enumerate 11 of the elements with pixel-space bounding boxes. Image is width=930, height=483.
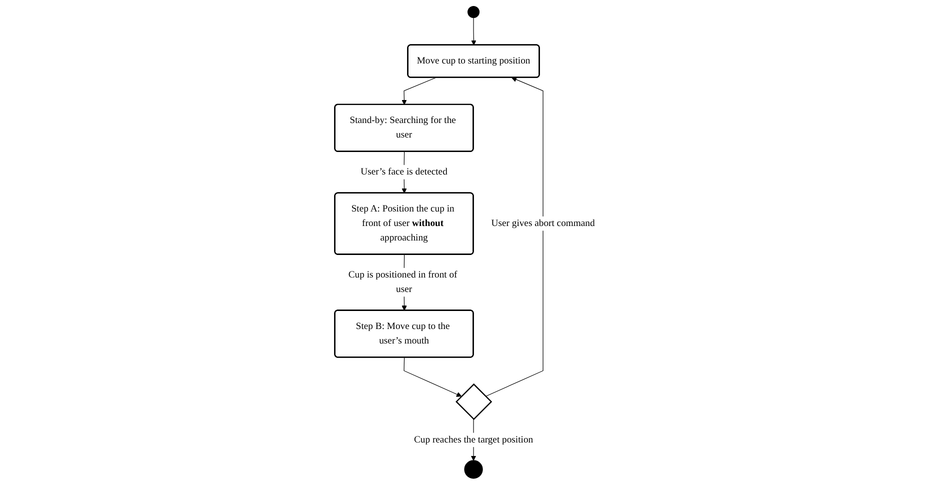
node-diamond <box>456 383 492 420</box>
edge-label: Cup reaches the target position <box>414 434 534 445</box>
edge-label: Cup is positioned in front of user <box>348 270 458 294</box>
arrow <box>486 77 544 397</box>
arrow <box>402 77 436 105</box>
node-circle <box>464 460 484 479</box>
edge-label: User’s face is detected <box>360 166 448 177</box>
node-circle <box>468 6 480 18</box>
arrow <box>471 17 477 46</box>
arrow <box>404 357 462 397</box>
edge-label: User gives abort command <box>491 218 595 228</box>
